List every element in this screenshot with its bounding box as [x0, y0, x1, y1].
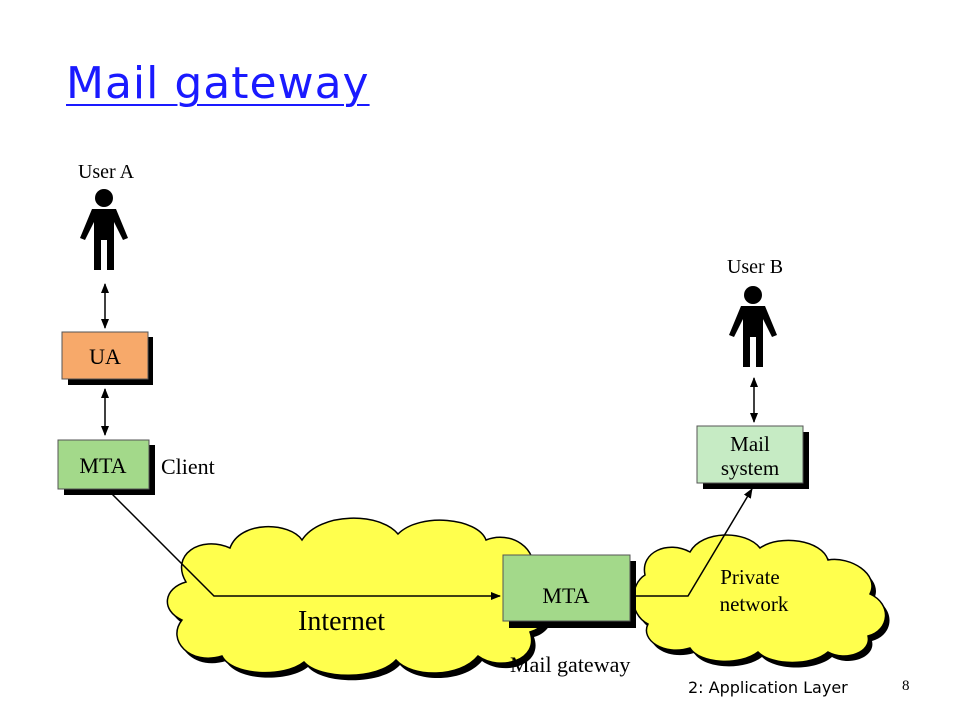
private-network-cloud	[632, 534, 887, 664]
client-label: Client	[161, 454, 215, 479]
private-network-label-line1: Private	[720, 565, 779, 589]
client-mta-box	[57, 439, 150, 490]
user-b-label: User B	[727, 256, 783, 278]
user-a-person-icon	[80, 189, 128, 270]
gateway-mta-box	[502, 554, 631, 622]
mail-system-box	[696, 425, 804, 484]
page-number: 8	[902, 678, 910, 694]
mail-system-label-line2: system	[721, 456, 779, 480]
slide-title: Mail gateway	[66, 58, 370, 109]
gateway-to-mailsystem-arrow	[634, 488, 753, 597]
client-mta-box-label: MTA	[79, 453, 126, 478]
footer-chapter: 2: Application Layer	[688, 678, 848, 697]
user-b-person-icon	[729, 286, 777, 367]
private-network-label-line2: network	[720, 592, 789, 616]
user-a-label: User A	[78, 161, 135, 183]
client-to-gateway-arrow	[111, 493, 501, 600]
internet-label: Internet	[298, 606, 385, 637]
ua-box-label: UA	[89, 344, 121, 369]
mail-system-label-line1: Mail	[730, 432, 770, 456]
gateway-label: Mail gateway	[510, 652, 630, 677]
gateway-mta-box-label: MTA	[542, 583, 589, 608]
ua-box	[61, 331, 149, 380]
